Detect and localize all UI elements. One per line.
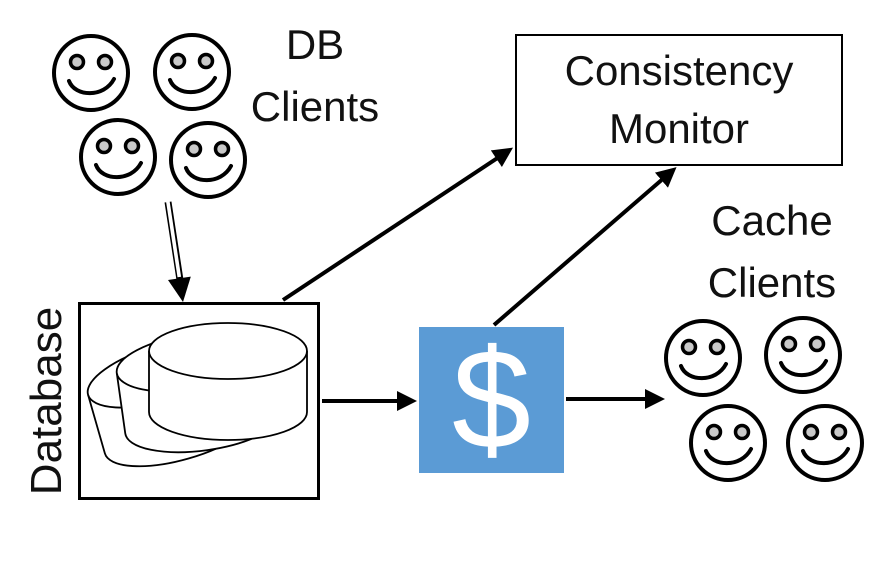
db-clients-label-line2: Clients [250,83,380,130]
dollar-sign-icon: $ [452,320,531,479]
cache-clients-label: Cache Clients [687,190,857,314]
smiley-face-icon [664,319,742,397]
smiley-face-icon [52,34,130,112]
consistency-monitor-label-line1: Consistency [564,47,794,94]
smiley-face-icon [786,404,864,482]
consistency-monitor-box: Consistency Monitor [515,34,843,166]
db-clients-label: DB Clients [230,14,400,138]
database-box [78,302,320,500]
smiley-face-icon [764,316,842,394]
arrow-cache-to-monitor [492,167,677,327]
smiley-face-icon [689,404,767,482]
smiley-face-icon [153,33,231,111]
arrow-db-clients-to-database [164,200,191,302]
consistency-monitor-label-line2: Monitor [608,105,750,152]
smiley-face-icon [79,118,157,196]
db-clients-label-line1: DB [285,21,345,68]
arrow-database-to-monitor [281,147,514,302]
cache-dollar-box: $ [419,327,564,473]
cache-clients-label-line2: Clients [707,259,837,306]
cache-clients-label-line1: Cache [711,197,833,244]
database-label: Database [22,306,71,496]
